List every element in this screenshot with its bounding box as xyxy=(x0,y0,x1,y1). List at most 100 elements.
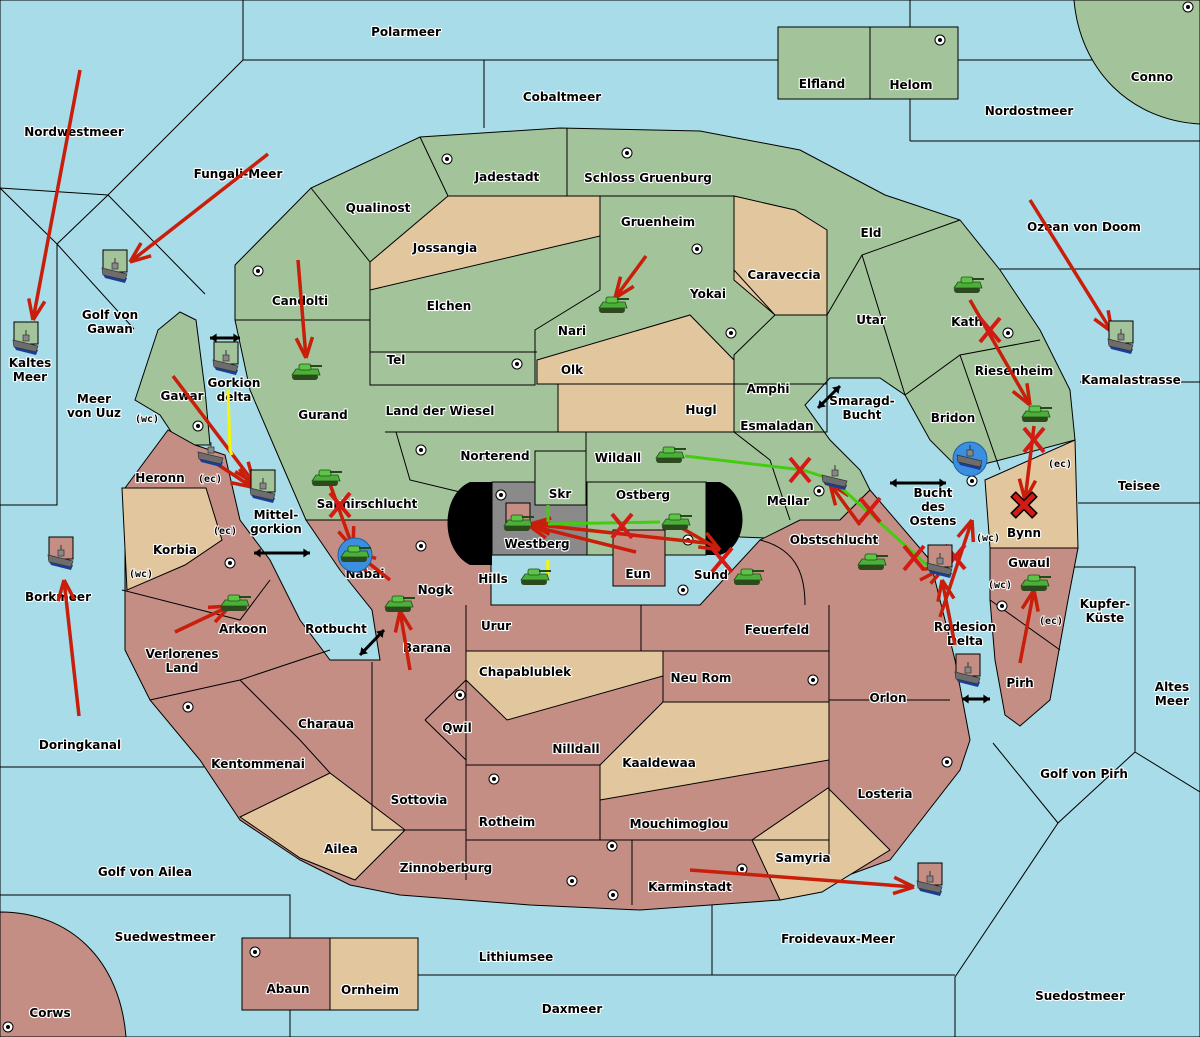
province-label-amphi: Amphi xyxy=(746,382,789,396)
sea-label-golf-von-pirh: Golf von Pirh xyxy=(1040,767,1128,781)
supply-center-icon xyxy=(607,889,619,901)
fleet-unit-icon[interactable] xyxy=(47,536,74,570)
army-unit-icon[interactable] xyxy=(857,553,888,570)
province-label-gwaul: Gwaul xyxy=(1008,556,1050,570)
province-label-kath: Kath xyxy=(951,315,983,329)
coast-tag: (ec) xyxy=(1048,459,1072,470)
supply-center-icon xyxy=(996,600,1008,612)
sea-label-kamalastrasse: Kamalastrasse xyxy=(1081,373,1181,387)
province-skr[interactable] xyxy=(534,450,587,506)
army-unit-icon[interactable] xyxy=(733,568,764,585)
province-elfland[interactable] xyxy=(777,26,871,100)
fleet-unit-icon[interactable] xyxy=(954,653,981,687)
supply-center-icon xyxy=(192,420,204,432)
army-unit-icon[interactable] xyxy=(1020,574,1051,591)
army-unit-icon[interactable] xyxy=(661,513,692,530)
supply-center-icon xyxy=(2,1021,14,1033)
province-corws[interactable] xyxy=(0,911,127,1037)
supply-center-icon xyxy=(813,485,825,497)
move-order-arrow xyxy=(1018,589,1040,664)
province-label-zinnoberburg: Zinnoberburg xyxy=(400,861,492,875)
coast-tag: (wc) xyxy=(988,580,1012,591)
fleet-unit-icon[interactable] xyxy=(212,341,239,375)
province-ailea[interactable] xyxy=(239,772,406,881)
sea-label-ozean-von-doom: Ozean von Doom xyxy=(1027,220,1141,234)
province-gawar[interactable] xyxy=(134,311,211,446)
sea-label-rotbucht: Rotbucht xyxy=(305,622,367,636)
army-unit-icon[interactable] xyxy=(953,276,984,293)
army-unit-icon[interactable] xyxy=(503,514,534,531)
province-label-kentommenai: Kentommenai xyxy=(211,757,305,771)
supply-center-icon xyxy=(454,689,466,701)
bidirectional-arrow-icon xyxy=(962,694,990,704)
army-unit-icon[interactable] xyxy=(220,594,251,611)
province-label-obstschlucht: Obstschlucht xyxy=(790,533,879,547)
province-label-bynn: Bynn xyxy=(1007,526,1041,540)
province-label-conno: Conno xyxy=(1131,70,1173,84)
fleet-unit-icon[interactable] xyxy=(197,442,224,467)
province-label-mouchimoglou: Mouchimoglou xyxy=(630,817,729,831)
province-label-gawar: Gawar xyxy=(160,389,203,403)
support-order-line xyxy=(547,520,661,526)
fleet-unit-icon[interactable] xyxy=(916,862,943,896)
fleet-unit-icon[interactable] xyxy=(952,441,988,477)
fleet-unit-icon[interactable] xyxy=(101,249,128,283)
fleet-unit-icon[interactable] xyxy=(12,321,39,355)
supply-center-icon xyxy=(691,243,703,255)
province-label-helom: Helom xyxy=(889,78,932,92)
province-label-mellar: Mellar xyxy=(767,494,809,508)
supply-center-icon xyxy=(566,875,578,887)
move-order-arrow xyxy=(128,152,270,264)
sea-label-fungali-meer: Fungali-Meer xyxy=(194,167,283,181)
province-label-qwil: Qwil xyxy=(442,721,472,735)
province-hugl[interactable] xyxy=(557,383,735,433)
fleet-unit-icon[interactable] xyxy=(1107,320,1134,354)
fleet-unit-icon[interactable] xyxy=(821,465,848,490)
army-unit-icon[interactable] xyxy=(520,568,551,585)
army-unit-icon[interactable] xyxy=(655,446,686,463)
supply-center-icon xyxy=(941,756,953,768)
province-ornheim[interactable] xyxy=(329,937,419,1011)
army-unit-icon[interactable] xyxy=(1021,405,1052,422)
province-label-ostberg: Ostberg xyxy=(616,488,670,502)
province-label-barana: Barana xyxy=(403,641,451,655)
supply-center-icon xyxy=(415,540,427,552)
province-label-gurand: Gurand xyxy=(298,408,348,422)
failed-order-cross xyxy=(902,544,926,572)
province-samyria[interactable] xyxy=(751,787,891,901)
province-label-neu-rom: Neu Rom xyxy=(671,671,732,685)
province-gwaul-pirh[interactable] xyxy=(989,547,1079,727)
province-label-elchen: Elchen xyxy=(427,299,472,313)
fleet-unit-icon[interactable] xyxy=(249,469,276,503)
failed-order-cross xyxy=(610,512,634,540)
move-order-arrow xyxy=(613,254,648,300)
army-unit-icon[interactable] xyxy=(598,296,629,313)
army-unit-icon[interactable] xyxy=(291,363,322,380)
province-label-tel: Tel xyxy=(387,353,406,367)
fleet-unit-icon[interactable] xyxy=(926,544,953,578)
province-label-esmaladan: Esmaladan xyxy=(740,419,813,433)
province-label-losteria: Losteria xyxy=(857,787,912,801)
move-order-arrow xyxy=(936,579,957,646)
supply-center-icon xyxy=(606,840,618,852)
province-label-eld: Eld xyxy=(861,226,882,240)
coast-tag: (wc) xyxy=(135,414,159,425)
coast-tag: (wc) xyxy=(129,569,153,580)
province-label-hugl: Hugl xyxy=(685,403,716,417)
province-conno[interactable] xyxy=(1073,0,1200,125)
army-unit-icon[interactable] xyxy=(337,537,373,573)
province-korbia[interactable] xyxy=(121,487,223,591)
province-label-samyria: Samyria xyxy=(775,851,830,865)
army-unit-icon[interactable] xyxy=(384,595,415,612)
move-order-arrow xyxy=(679,525,722,552)
province-label-olk: Olk xyxy=(561,363,584,377)
army-unit-icon[interactable] xyxy=(311,469,342,486)
move-order-arrow xyxy=(294,259,315,359)
supply-center-icon xyxy=(1002,327,1014,339)
coast-tag: (ec) xyxy=(1039,616,1063,627)
